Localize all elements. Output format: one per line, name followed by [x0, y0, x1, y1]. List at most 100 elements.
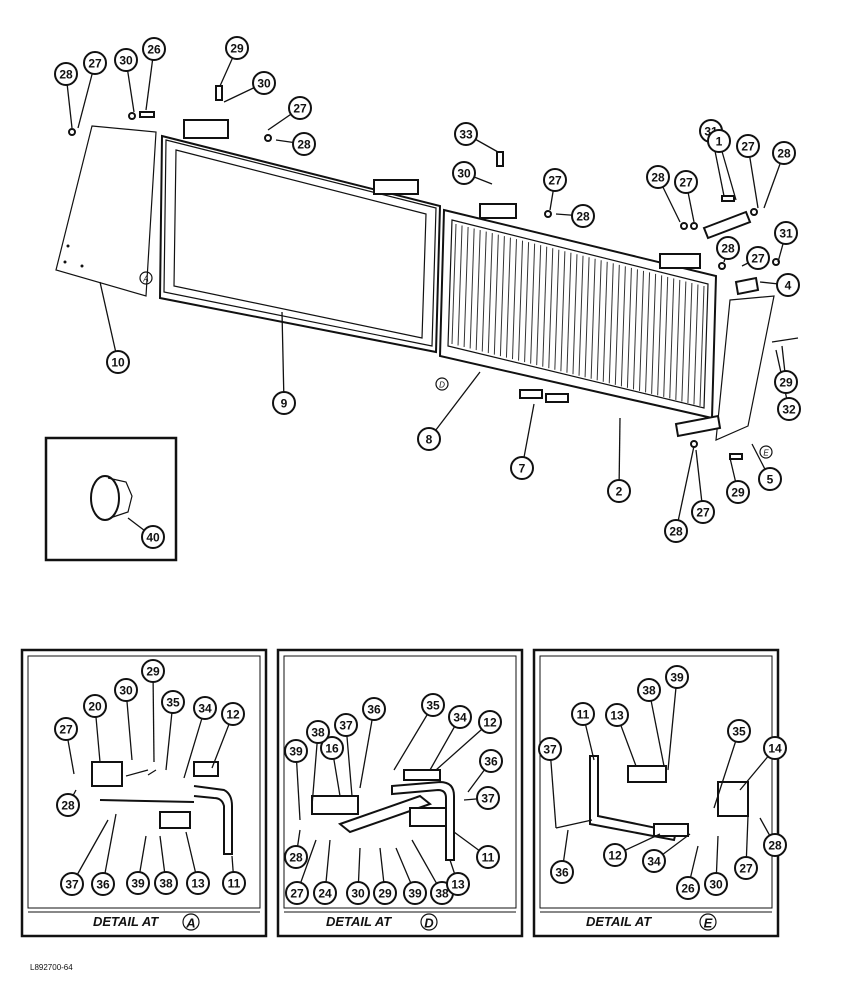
callout-label: 30 — [257, 77, 271, 91]
callout-label: 29 — [146, 665, 160, 679]
callout-label: 11 — [482, 851, 495, 865]
callout-5: 5 — [758, 467, 782, 491]
detail-caption-e: DETAIL AT — [586, 914, 652, 929]
callout-28: 28 — [646, 165, 670, 189]
callout-label: 7 — [519, 462, 526, 476]
callout-label: 14 — [768, 742, 782, 756]
callout-label: 30 — [709, 878, 723, 892]
ref-marker-a: A — [139, 271, 153, 285]
callout-label: 28 — [721, 242, 735, 256]
callout-label: 1 — [716, 135, 723, 149]
detail-caption-a: DETAIL AT — [93, 914, 159, 929]
callout-36: 36 — [550, 860, 574, 884]
callout-label: 38 — [642, 684, 656, 698]
callout-label: 12 — [483, 716, 497, 730]
callout-35: 35 — [727, 719, 751, 743]
callout-label: 37 — [481, 792, 495, 806]
callout-12: 12 — [478, 710, 502, 734]
callout-11: 11 — [571, 702, 595, 726]
callout-34: 34 — [193, 696, 217, 720]
callout-30: 30 — [452, 161, 476, 185]
callout-37: 37 — [538, 737, 562, 761]
callout-label: 20 — [88, 700, 102, 714]
callout-34: 34 — [642, 849, 666, 873]
callout-label: 37 — [65, 878, 79, 892]
leader-line — [99, 281, 119, 363]
detail-letter-e: E — [704, 916, 713, 931]
leader-line — [71, 819, 109, 885]
callout-39: 39 — [284, 739, 308, 763]
detail-box-d: DETAIL AT D — [276, 648, 524, 938]
callout-28: 28 — [664, 519, 688, 543]
callout-39: 39 — [403, 881, 427, 905]
callout-10: 10 — [106, 350, 130, 374]
callout-label: 27 — [696, 506, 710, 520]
callout-label: 28 — [59, 68, 73, 82]
callout-28: 28 — [56, 793, 80, 817]
callout-12: 12 — [603, 843, 627, 867]
callout-label: 27 — [679, 176, 693, 190]
side-panel — [55, 125, 157, 297]
detail-letter-d: D — [424, 916, 434, 931]
callout-29: 29 — [373, 881, 397, 905]
callout-label: 28 — [768, 839, 782, 853]
callout-28: 28 — [284, 845, 308, 869]
callout-29: 29 — [141, 659, 165, 683]
callout-24: 24 — [313, 881, 337, 905]
callout-label: 34 — [453, 711, 467, 725]
callout-37: 37 — [476, 786, 500, 810]
leader-line — [435, 721, 491, 771]
callout-label: 40 — [146, 531, 160, 545]
callout-32: 32 — [777, 397, 801, 421]
callout-7: 7 — [510, 456, 534, 480]
callout-label: 38 — [435, 887, 449, 901]
callout-label: 24 — [318, 887, 332, 901]
callout-30: 30 — [114, 48, 138, 72]
callout-label: 28 — [297, 138, 311, 152]
callout-26: 26 — [676, 876, 700, 900]
callout-label: 13 — [610, 709, 624, 723]
callout-11: 11 — [222, 871, 246, 895]
detail-box-e: DETAIL AT E — [532, 648, 780, 938]
callout-label: 9 — [281, 397, 288, 411]
callout-label: 26 — [147, 43, 161, 57]
callout-29: 29 — [726, 480, 750, 504]
callout-label: 26 — [681, 882, 695, 896]
leader-line — [549, 748, 557, 829]
callout-27: 27 — [285, 881, 309, 905]
leader-line — [667, 676, 678, 771]
callout-28: 28 — [763, 833, 787, 857]
callout-label: 38 — [159, 877, 173, 891]
callout-28: 28 — [772, 141, 796, 165]
callout-label: 29 — [230, 42, 244, 56]
callout-27: 27 — [691, 500, 715, 524]
radiator-core — [438, 203, 718, 420]
callout-label: 34 — [198, 702, 212, 716]
callout-label: 27 — [88, 57, 102, 71]
callout-38: 38 — [306, 720, 330, 744]
callout-label: 36 — [96, 878, 110, 892]
callout-label: 39 — [131, 877, 145, 891]
callout-label: 13 — [451, 878, 465, 892]
callout-36: 36 — [91, 872, 115, 896]
callout-label: 36 — [367, 703, 381, 717]
callout-29: 29 — [225, 36, 249, 60]
hardware-bolts — [68, 85, 780, 460]
callout-label: 30 — [351, 887, 365, 901]
callout-34: 34 — [448, 705, 472, 729]
svg-text:A: A — [142, 275, 148, 284]
callout-label: 28 — [777, 147, 791, 161]
callout-label: 28 — [576, 210, 590, 224]
callout-label: 30 — [119, 54, 133, 68]
callout-27: 27 — [736, 134, 760, 158]
callout-9: 9 — [272, 391, 296, 415]
plug-cap — [90, 475, 120, 521]
callout-1: 1 — [707, 129, 731, 153]
callout-label: 27 — [741, 140, 755, 154]
callout-14: 14 — [763, 736, 787, 760]
ref-marker-d: D — [435, 377, 449, 391]
callout-27: 27 — [746, 246, 770, 270]
callout-label: 12 — [226, 708, 240, 722]
callout-30: 30 — [114, 678, 138, 702]
callout-29: 29 — [774, 370, 798, 394]
